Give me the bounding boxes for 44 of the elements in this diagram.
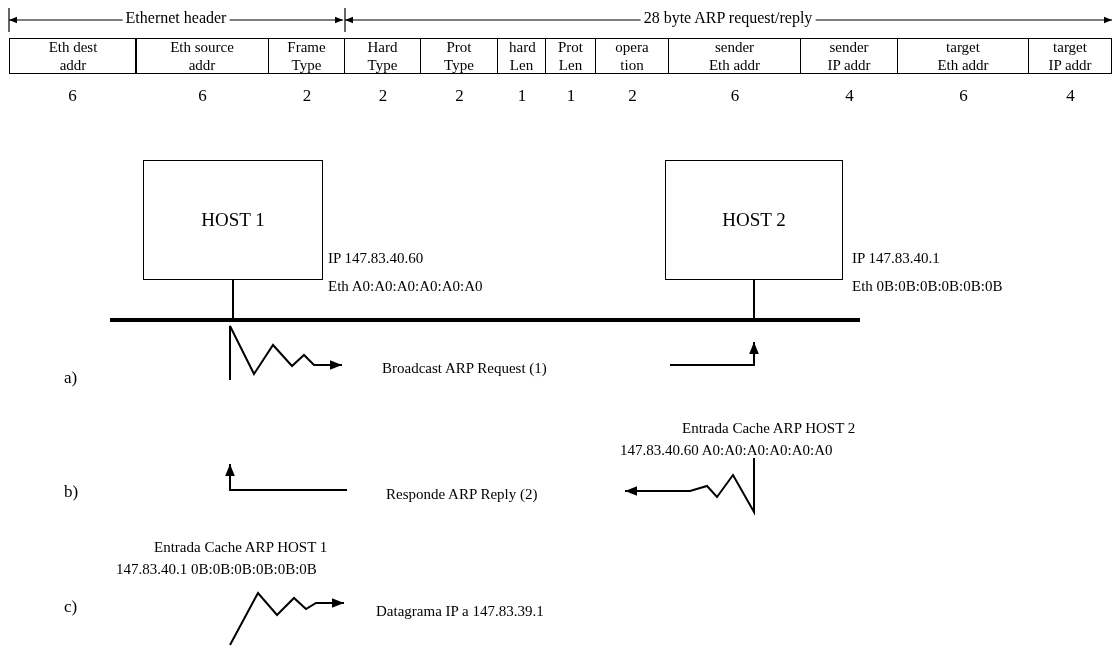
dimension-label: 28 byte ARP request/reply	[640, 9, 816, 27]
message-label: Responde ARP Reply (2)	[386, 486, 538, 503]
byte-count: 6	[198, 86, 207, 106]
address-label: IP 147.83.40.60	[328, 250, 424, 267]
table-cell: Eth source addr	[135, 38, 269, 74]
row-marker: c)	[64, 597, 78, 617]
table-cell: target Eth addr	[897, 38, 1029, 74]
address-label: Eth A0:A0:A0:A0:A0:A0	[328, 278, 483, 295]
message-label: Broadcast ARP Request (1)	[382, 360, 547, 377]
address-label: IP 147.83.40.1	[852, 250, 940, 267]
row-marker: a)	[64, 368, 78, 388]
byte-count: 4	[845, 86, 854, 106]
byte-count: 4	[1066, 86, 1075, 106]
cache-entry-label: 147.83.40.1 0B:0B:0B:0B:0B:0B	[116, 561, 317, 578]
host-box: HOST 2	[665, 160, 843, 280]
byte-count: 1	[517, 86, 527, 106]
byte-count: 2	[628, 86, 637, 106]
row-marker: b)	[64, 482, 79, 502]
table-cell: Eth dest addr	[9, 38, 137, 74]
connector-line	[232, 279, 234, 319]
table-cell: sender Eth addr	[668, 38, 801, 74]
byte-count: 1	[566, 86, 576, 106]
table-cell: Prot Type	[420, 38, 498, 74]
cache-entry-label: Entrada Cache ARP HOST 1	[154, 539, 328, 556]
table-cell: Prot Len	[545, 38, 596, 74]
host-box: HOST 1	[143, 160, 323, 280]
network-bus	[110, 318, 860, 322]
byte-count: 6	[730, 86, 740, 106]
connector-line	[753, 279, 755, 319]
cache-entry-label: 147.83.40.60 A0:A0:A0:A0:A0:A0	[620, 442, 833, 459]
table-cell: target IP addr	[1028, 38, 1112, 74]
address-label: Eth 0B:0B:0B:0B:0B:0B	[852, 278, 1003, 295]
table-cell: Frame Type	[268, 38, 345, 74]
byte-count: 6	[68, 86, 77, 106]
byte-count: 2	[302, 86, 312, 106]
cache-entry-label: Entrada Cache ARP HOST 2	[682, 420, 856, 437]
table-cell: opera tion	[595, 38, 669, 74]
byte-count: 2	[378, 86, 388, 106]
table-cell: hard Len	[497, 38, 546, 74]
table-cell: Hard Type	[344, 38, 421, 74]
message-label: Datagrama IP a 147.83.39.1	[376, 603, 544, 620]
byte-count: 2	[455, 86, 464, 106]
byte-count: 6	[959, 86, 968, 106]
table-cell: sender IP addr	[800, 38, 898, 74]
